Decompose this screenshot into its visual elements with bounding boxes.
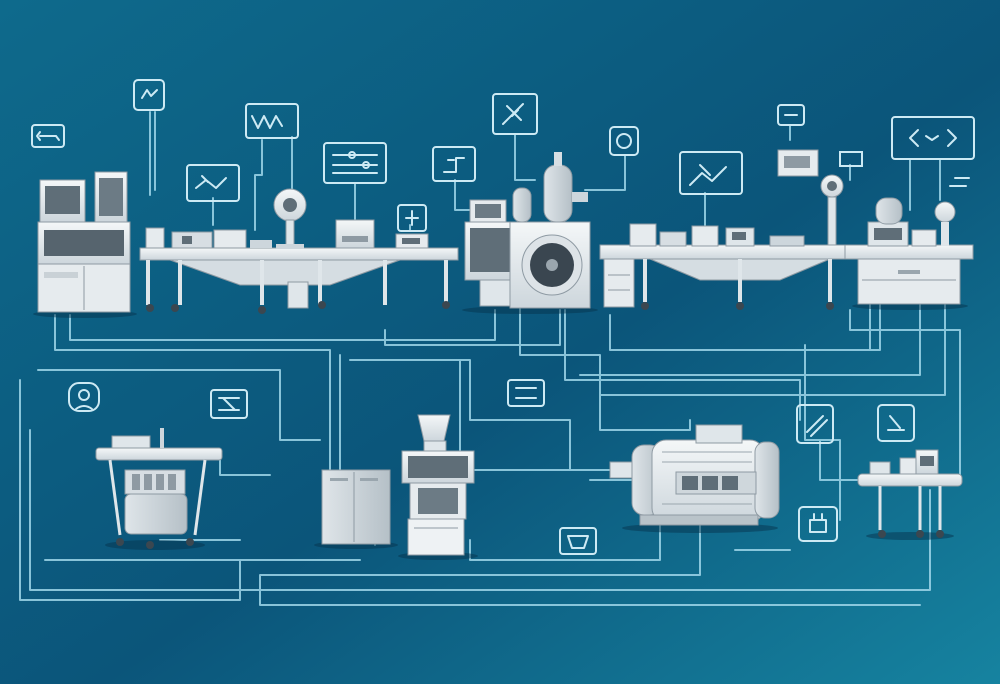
- bottom-row-machines: [95, 414, 963, 560]
- drum-cart: [95, 428, 223, 550]
- cabinet-right: [844, 197, 974, 310]
- central-fan-unit: [462, 152, 598, 314]
- edit-panel-icon: [507, 379, 545, 407]
- icon-panels: [31, 79, 975, 555]
- cloud-panel-icon: [68, 382, 100, 412]
- network-panel-icon-2: [679, 151, 743, 195]
- tools-panel-icon: [492, 93, 538, 135]
- crate-panel-icon-2: [798, 506, 838, 542]
- lab-table-1: [139, 188, 459, 314]
- industrial-motor: [609, 424, 780, 533]
- circuit-lines: [19, 111, 961, 606]
- swap-panel-icon-2: [949, 177, 970, 187]
- flask-panel-icon: [796, 404, 834, 444]
- target-panel-icon: [397, 204, 427, 232]
- tag-panel-icon: [210, 389, 248, 419]
- plug-panel-icon: [432, 146, 476, 182]
- lock-panel-icon: [777, 104, 805, 126]
- lab-table-2: [599, 149, 863, 310]
- network-panel-icon: [186, 164, 240, 202]
- waveform-panel-icon: [245, 103, 299, 139]
- cabinet-left: [33, 171, 137, 318]
- small-cart: [857, 449, 963, 540]
- crate-panel-icon: [877, 404, 915, 442]
- tray-panel-icon: [559, 527, 597, 555]
- gauge-panel-icon: [609, 126, 639, 156]
- code-panel-icon: [891, 116, 975, 160]
- swap-panel-icon: [31, 124, 65, 148]
- slider-panel-icon: [323, 142, 387, 184]
- mixer-station: [398, 414, 478, 560]
- chart-panel-icon: [133, 79, 165, 111]
- top-row-machines: [33, 149, 974, 318]
- double-cabinet: [314, 469, 398, 549]
